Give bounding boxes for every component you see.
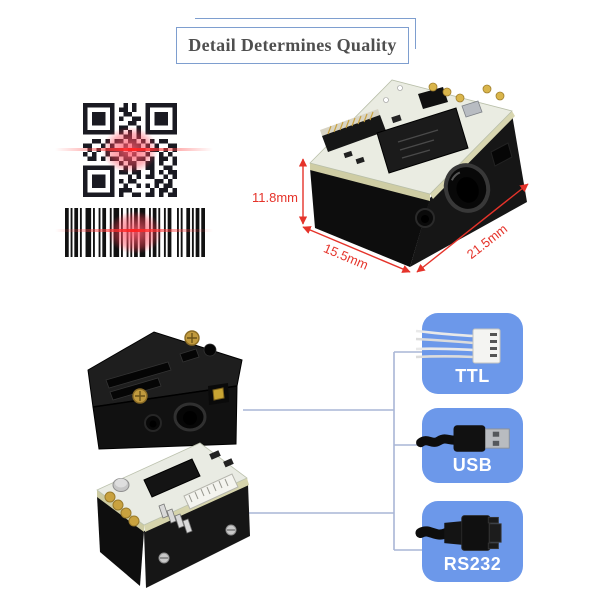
rs232-connector-icon: [415, 515, 502, 551]
interface-card-usb[interactable]: USB: [416, 408, 523, 483]
screw-icon: [158, 524, 237, 564]
page-title: Detail Determines Quality: [188, 35, 397, 55]
interface-label-rs232: RS232: [443, 554, 502, 574]
dimension-lines: [298, 158, 529, 273]
interface-card-ttl[interactable]: TTL: [415, 313, 523, 394]
interface-card-rs232[interactable]: RS232: [415, 501, 523, 582]
scanner-module-photo-pcb: [96, 442, 250, 588]
usb-plug-icon: [416, 425, 510, 452]
title-banner: Detail Determines Quality: [176, 18, 416, 64]
ttl-connector-icon: [415, 328, 501, 364]
dimension-height-label: 11.8mm: [252, 190, 298, 205]
interface-label-ttl: TTL: [455, 366, 490, 386]
scanner-module-photo-main: [298, 79, 529, 273]
barcode-icon: [65, 208, 205, 257]
interface-label-usb: USB: [452, 455, 493, 475]
screw-icon: [132, 330, 200, 404]
scanner-module-photo-housing: [87, 330, 243, 450]
barcode: [65, 208, 205, 257]
qr-code-icon: [83, 103, 177, 197]
qr-code: [83, 103, 177, 197]
